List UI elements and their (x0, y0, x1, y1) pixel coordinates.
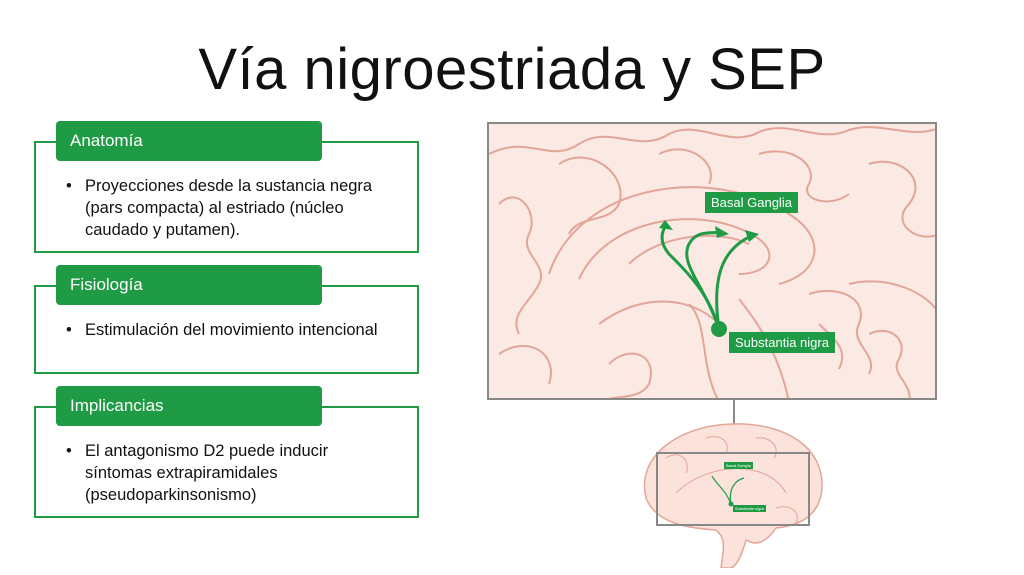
bullet-icon: • (66, 177, 72, 195)
card-heading-anatomia: Anatomía (56, 121, 322, 161)
card-body-implicancias: • El antagonismo D2 puede inducir síntom… (66, 440, 397, 506)
card-text-fisiologia: Estimulación del movimiento intencional (85, 321, 378, 339)
label-substantia-nigra: Substantia nigra (729, 332, 835, 353)
card-anatomia: Anatomía • Proyecciones desde la sustanc… (34, 121, 419, 253)
thumbnail-label-basal-ganglia: Basal Ganglia (724, 462, 753, 469)
card-text-anatomia: Proyecciones desde la sustancia negra (p… (85, 177, 373, 239)
card-fisiologia: Fisiología • Estimulación del movimiento… (34, 265, 419, 374)
brain-illustration (489, 126, 935, 398)
card-body-anatomia: • Proyecciones desde la sustancia negra … (66, 175, 397, 241)
brain-diagram-zoom: Basal Ganglia Substantia nigra (487, 122, 937, 400)
thumbnail-zoom-frame (656, 452, 810, 526)
thumbnail-label-substantia-nigra: Substantia nigra (733, 505, 766, 512)
card-heading-fisiologia: Fisiología (56, 265, 322, 305)
brain-thumbnail (643, 423, 823, 568)
page-title: Vía nigroestriada y SEP (198, 37, 826, 102)
card-body-fisiologia: • Estimulación del movimiento intenciona… (66, 319, 397, 341)
bullet-icon: • (66, 442, 72, 460)
card-heading-implicancias: Implicancias (56, 386, 322, 426)
card-text-implicancias: El antagonismo D2 puede inducir síntomas… (85, 442, 329, 504)
label-basal-ganglia: Basal Ganglia (705, 192, 798, 213)
card-implicancias: Implicancias • El antagonismo D2 puede i… (34, 386, 419, 518)
bullet-icon: • (66, 321, 72, 339)
